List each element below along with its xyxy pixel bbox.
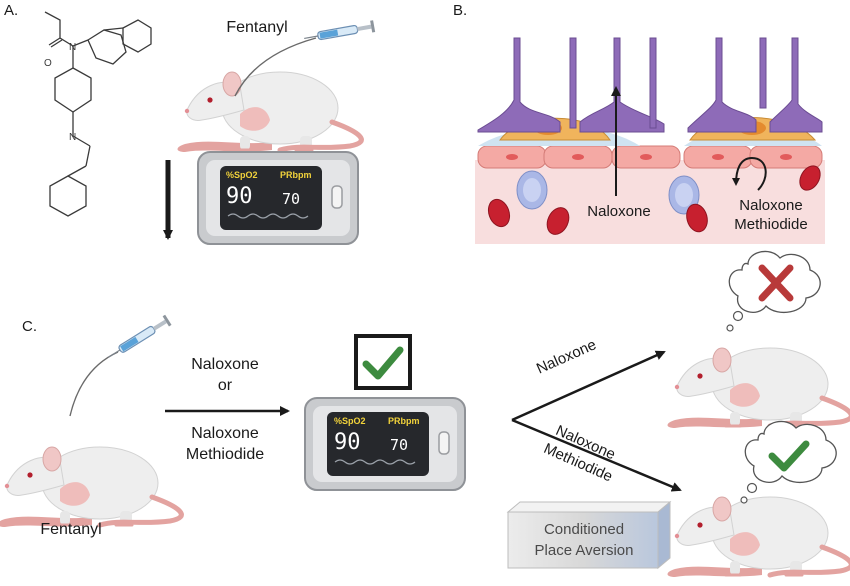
pr-label: PRbpm <box>280 170 312 180</box>
check-icon <box>362 346 404 380</box>
cpa-line2: Place Aversion <box>534 542 634 559</box>
methiodide-blocked-arrow <box>732 156 767 191</box>
fentanyl-label: Fentanyl <box>226 19 288 36</box>
fentanyl-structure <box>44 11 152 217</box>
injection-line-c <box>69 351 119 417</box>
blood-brain-barrier-diagram <box>475 37 825 244</box>
rat-icon <box>178 72 362 152</box>
checkbox-frame <box>354 334 412 390</box>
check-icon-2 <box>768 440 810 472</box>
rat-icon-c <box>0 447 181 527</box>
naloxone-label: Naloxone <box>587 203 651 220</box>
pr-value-c: 70 <box>390 436 409 454</box>
treatment-line2: or <box>217 377 233 394</box>
rat-icon-lower <box>668 497 850 577</box>
cross-icon <box>758 264 794 302</box>
treatment-line4: Methiodide <box>185 446 265 463</box>
panel-b-letter: B. <box>453 2 468 19</box>
thought-bubble-icon-2 <box>740 420 837 504</box>
panel-a-letter: A. <box>4 2 19 19</box>
branch-arrow-upper <box>511 350 666 422</box>
methiodide-label-line1: Naloxone <box>739 197 803 214</box>
pr-value: 70 <box>282 190 301 208</box>
thought-bubble-icon <box>726 250 821 332</box>
injection-line <box>234 37 317 97</box>
spo2-value-c: 90 <box>334 430 361 455</box>
spo2-value: 90 <box>226 184 253 209</box>
branch-arrow-lower <box>511 418 682 492</box>
methiodide-label-line2: Methiodide <box>734 216 808 233</box>
cpa-line1: Conditioned <box>543 521 625 538</box>
immune-cell-2 <box>668 175 700 215</box>
pr-label-c: PRbpm <box>388 416 420 426</box>
syringe-icon-c <box>104 314 173 364</box>
treatment-line3: Naloxone <box>191 425 259 442</box>
spo2-label: %SpO2 <box>226 170 258 180</box>
pulse-oximeter-icon <box>197 151 359 245</box>
panel-c-letter: C. <box>22 318 37 335</box>
fentanyl-label-c: Fentanyl <box>40 521 102 538</box>
oxygen-atom-label: O <box>44 58 52 69</box>
syringe-icon <box>302 19 376 45</box>
nitrogen-atom-label: N <box>69 42 76 53</box>
immune-cell <box>516 170 548 210</box>
pulse-oximeter-icon-c <box>304 397 466 491</box>
conditioned-place-aversion-box <box>506 500 672 570</box>
spo2-label-c: %SpO2 <box>334 416 366 426</box>
nitrogen-atom-label-2: N <box>69 132 76 143</box>
rat-icon-upper <box>668 348 850 428</box>
treatment-line1: Naloxone <box>191 356 259 373</box>
